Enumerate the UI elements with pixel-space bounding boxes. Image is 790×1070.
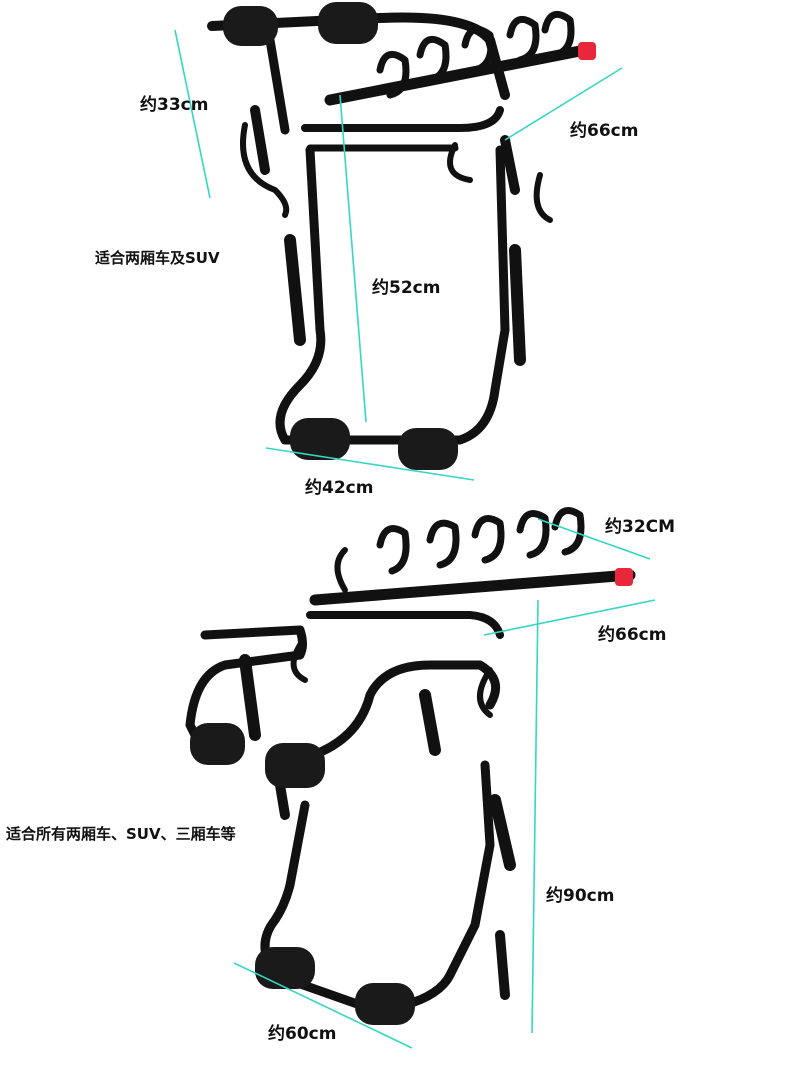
fit-note-label: 适合所有两厢车、SUV、三厢车等 <box>6 825 236 843</box>
fit-note-label: 适合两厢车及SUV <box>95 249 220 267</box>
bike-rack-2-arm-image <box>174 2 623 481</box>
dimension-depth-label: 约32CM <box>605 517 676 537</box>
dimension-arm-length-label: 约66cm <box>570 121 639 141</box>
product-bottom-rack: 约32CM 约66cm 适合所有两厢车、SUV、三厢车等 约90cm 约60cm <box>0 505 790 1070</box>
bike-rack-3-arm-image <box>185 507 656 1049</box>
dimension-height-label: 约52cm <box>372 278 441 298</box>
dimension-base-width-label: 约60cm <box>268 1024 337 1044</box>
dimension-arm-length-label: 约66cm <box>598 625 667 645</box>
dimension-depth-label: 约33cm <box>140 95 209 115</box>
dimension-height-label: 约90cm <box>546 886 615 906</box>
dimension-base-width-label: 约42cm <box>305 478 374 498</box>
product-top-rack: 约33cm 约66cm 适合两厢车及SUV 约52cm 约42cm <box>0 0 790 505</box>
